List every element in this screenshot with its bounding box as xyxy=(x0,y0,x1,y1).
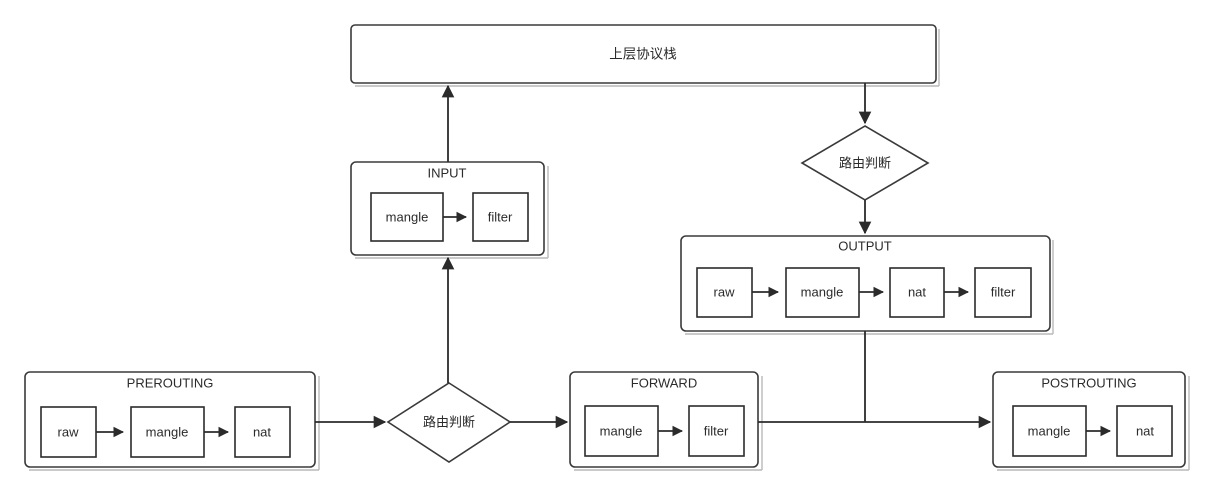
upper-protocol-stack: 上层协议栈 xyxy=(350,24,940,87)
chain-output-title: OUTPUT xyxy=(838,238,892,253)
chain-input-title: INPUT xyxy=(428,165,467,180)
table-label-input-filter: filter xyxy=(488,209,513,224)
table-label-output-filter: filter xyxy=(991,284,1016,299)
table-label-output-mangle: mangle xyxy=(801,284,844,299)
table-box-input-mangle xyxy=(370,192,444,242)
table-label-input-mangle: mangle xyxy=(386,209,429,224)
upper-protocol-stack-box xyxy=(350,24,937,84)
chain-input: INPUT mangle filter xyxy=(350,161,549,259)
chain-postrouting-title: POSTROUTING xyxy=(1041,375,1136,390)
table-label-forward-filter: filter xyxy=(704,423,729,438)
routing-decision-top-label: 路由判断 xyxy=(839,155,891,170)
table-label-output-raw: raw xyxy=(714,284,736,299)
routing-decision-bottom: 路由判断 xyxy=(386,382,512,463)
chain-forward: FORWARD mangle filter xyxy=(569,371,763,471)
table-label-prerouting-nat: nat xyxy=(253,424,271,439)
table-box-prerouting-raw xyxy=(40,406,97,458)
table-label-prerouting-raw: raw xyxy=(58,424,80,439)
table-box-forward-filter xyxy=(688,405,745,457)
table-label-forward-mangle: mangle xyxy=(600,423,643,438)
connectors xyxy=(315,83,992,429)
upper-protocol-stack-label: 上层协议栈 xyxy=(609,47,677,62)
table-box-prerouting-nat xyxy=(234,406,291,458)
table-label-prerouting-mangle: mangle xyxy=(146,424,189,439)
table-box-postrouting-nat xyxy=(1116,405,1173,457)
table-box-postrouting-mangle xyxy=(1012,405,1087,457)
chain-prerouting: PREROUTING raw mangle nat xyxy=(24,371,320,471)
table-label-output-nat: nat xyxy=(908,284,926,299)
table-label-postrouting-nat: nat xyxy=(1136,423,1154,438)
routing-decision-bottom-label: 路由判断 xyxy=(423,414,475,429)
routing-decision-top: 路由判断 xyxy=(800,125,930,201)
table-label-postrouting-mangle: mangle xyxy=(1028,423,1071,438)
chain-postrouting: POSTROUTING mangle nat xyxy=(992,371,1190,471)
table-box-output-filter xyxy=(974,267,1032,318)
routing-decision-bottom-shape xyxy=(386,382,512,463)
chain-prerouting-title: PREROUTING xyxy=(127,375,214,390)
table-box-output-nat xyxy=(889,267,945,318)
chain-forward-title: FORWARD xyxy=(631,375,697,390)
chain-output: OUTPUT raw mangle nat filter xyxy=(680,235,1054,335)
table-box-input-filter xyxy=(472,192,529,242)
